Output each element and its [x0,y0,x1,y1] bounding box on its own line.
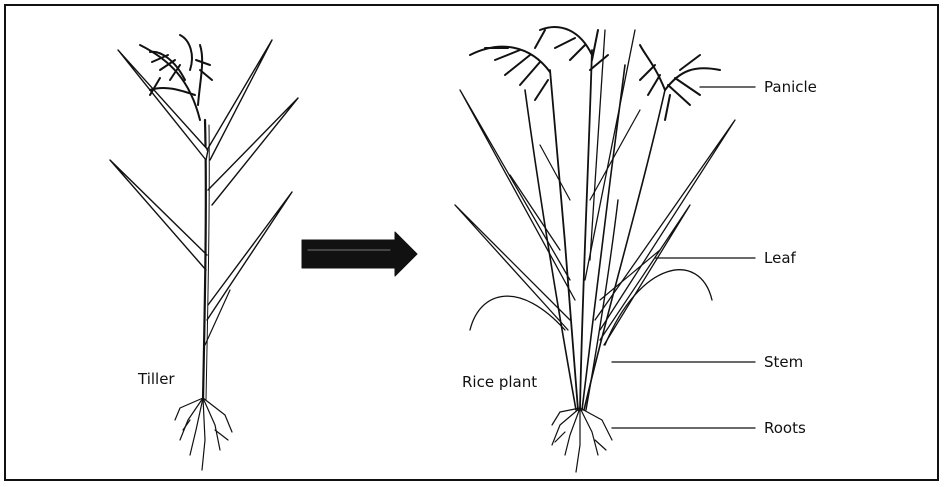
leaf-label: Leaf [764,249,796,267]
panicle-label: Panicle [764,78,817,96]
rice-plant-illustration [455,27,735,472]
stem-label: Stem [764,353,803,371]
leader-lines [612,87,755,428]
roots-label: Roots [764,419,806,437]
rice-plant-label: Rice plant [462,373,537,391]
tiller-label: Tiller [138,370,175,388]
tiller-illustration [110,35,298,470]
transition-arrow-icon [302,232,417,276]
